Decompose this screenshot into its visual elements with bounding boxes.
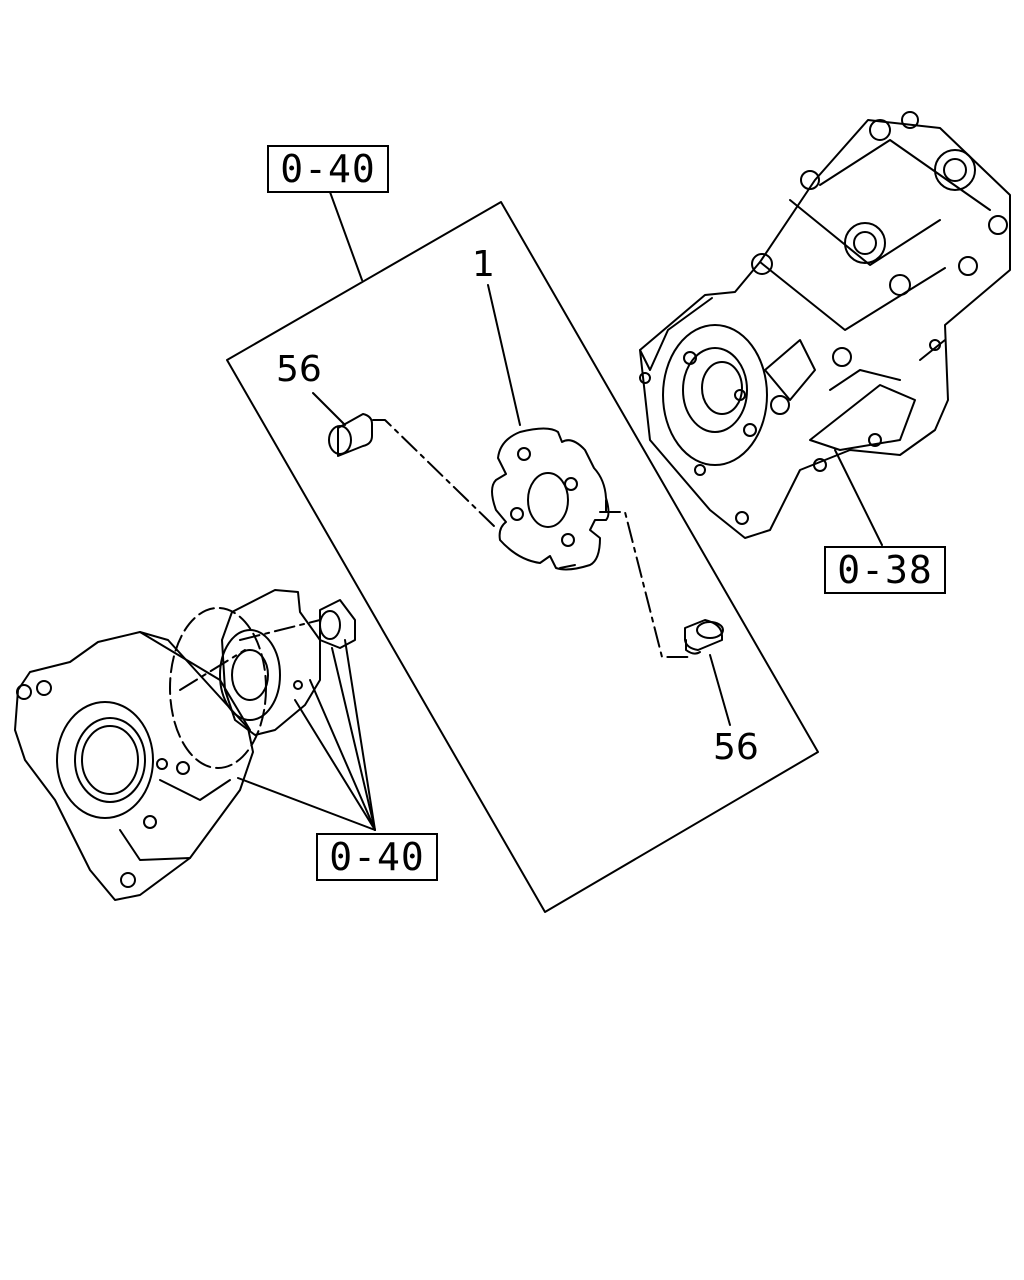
reference-box-bottom-label: 0-40 (329, 835, 425, 879)
coupling-housing-part (15, 590, 355, 900)
pin-lower-part (685, 620, 723, 654)
leader-part-1 (488, 285, 520, 425)
reference-box-bottom[interactable]: 0-40 (316, 833, 438, 881)
leader-right-ref (835, 450, 882, 545)
callout-part-1: 1 (472, 244, 495, 285)
leader-top-ref (330, 192, 362, 280)
leader-pin-upper (313, 393, 345, 425)
exploded-view-frame (227, 202, 818, 912)
air-compressor-part (640, 112, 1010, 538)
reference-box-top-label: 0-40 (280, 147, 376, 191)
callout-pin-lower: 56 (713, 727, 759, 768)
coupling-disc-part (492, 429, 609, 570)
reference-box-right[interactable]: 0-38 (824, 546, 946, 594)
leader-bottom-ref-fan (238, 640, 375, 830)
reference-box-top[interactable]: 0-40 (267, 145, 389, 193)
assembly-axis (180, 420, 690, 690)
leader-pin-lower (710, 655, 730, 725)
reference-box-right-label: 0-38 (837, 548, 933, 592)
callout-pin-upper: 56 (276, 349, 322, 390)
pin-upper-part (329, 414, 372, 456)
